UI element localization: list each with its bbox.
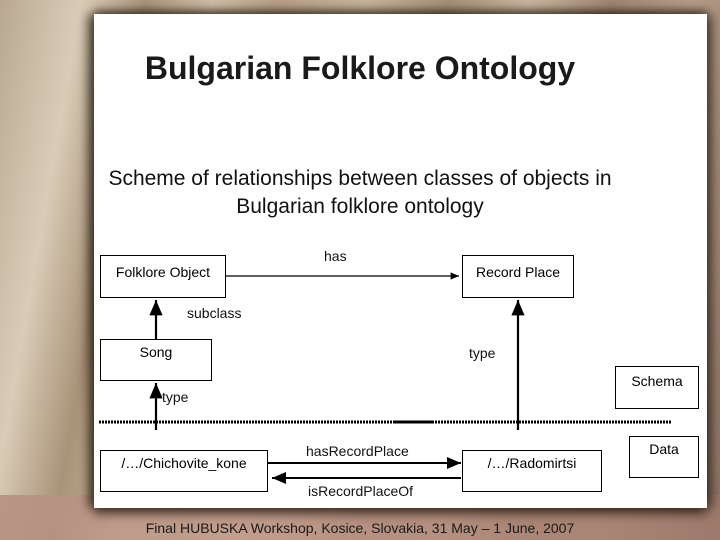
node-song: Song [100, 339, 212, 381]
node-label: /…/Chichovite_kone [121, 455, 247, 471]
node-label: Schema [631, 373, 683, 389]
slide-footer: Final HUBUSKA Workshop, Kosice, Slovakia… [145, 520, 575, 536]
edge-label-has: has [324, 248, 347, 264]
edge-label-subclass: subclass [187, 305, 242, 321]
node-data: Data [629, 436, 699, 478]
slide-title: Bulgarian Folklore Ontology [144, 50, 576, 86]
caption-line-2: Bulgarian folklore ontology [236, 195, 484, 218]
edge-label-is-record-place-of: isRecordPlaceOf [308, 483, 414, 499]
node-label: Folklore Object [115, 264, 211, 280]
node-folklore-object: Folklore Object [100, 255, 226, 298]
node-label: Record Place [475, 264, 561, 280]
caption-line-1: Scheme of relationships between classes … [108, 167, 612, 190]
node-radomirtsi: /…/Radomirtsi [462, 450, 602, 492]
node-label: Data [649, 441, 679, 457]
edge-label-has-record-place: hasRecordPlace [306, 443, 409, 459]
node-schema: Schema [615, 366, 699, 409]
diagram-caption: Scheme of relationships between classes … [0, 165, 720, 221]
node-chichovite-kone: /…/Chichovite_kone [100, 450, 268, 492]
edge-label-type-right: type [469, 345, 496, 361]
node-record-place: Record Place [462, 255, 574, 298]
node-label: /…/Radomirtsi [487, 455, 577, 471]
node-label: Song [139, 344, 173, 360]
edge-label-type-left: type [162, 389, 189, 405]
